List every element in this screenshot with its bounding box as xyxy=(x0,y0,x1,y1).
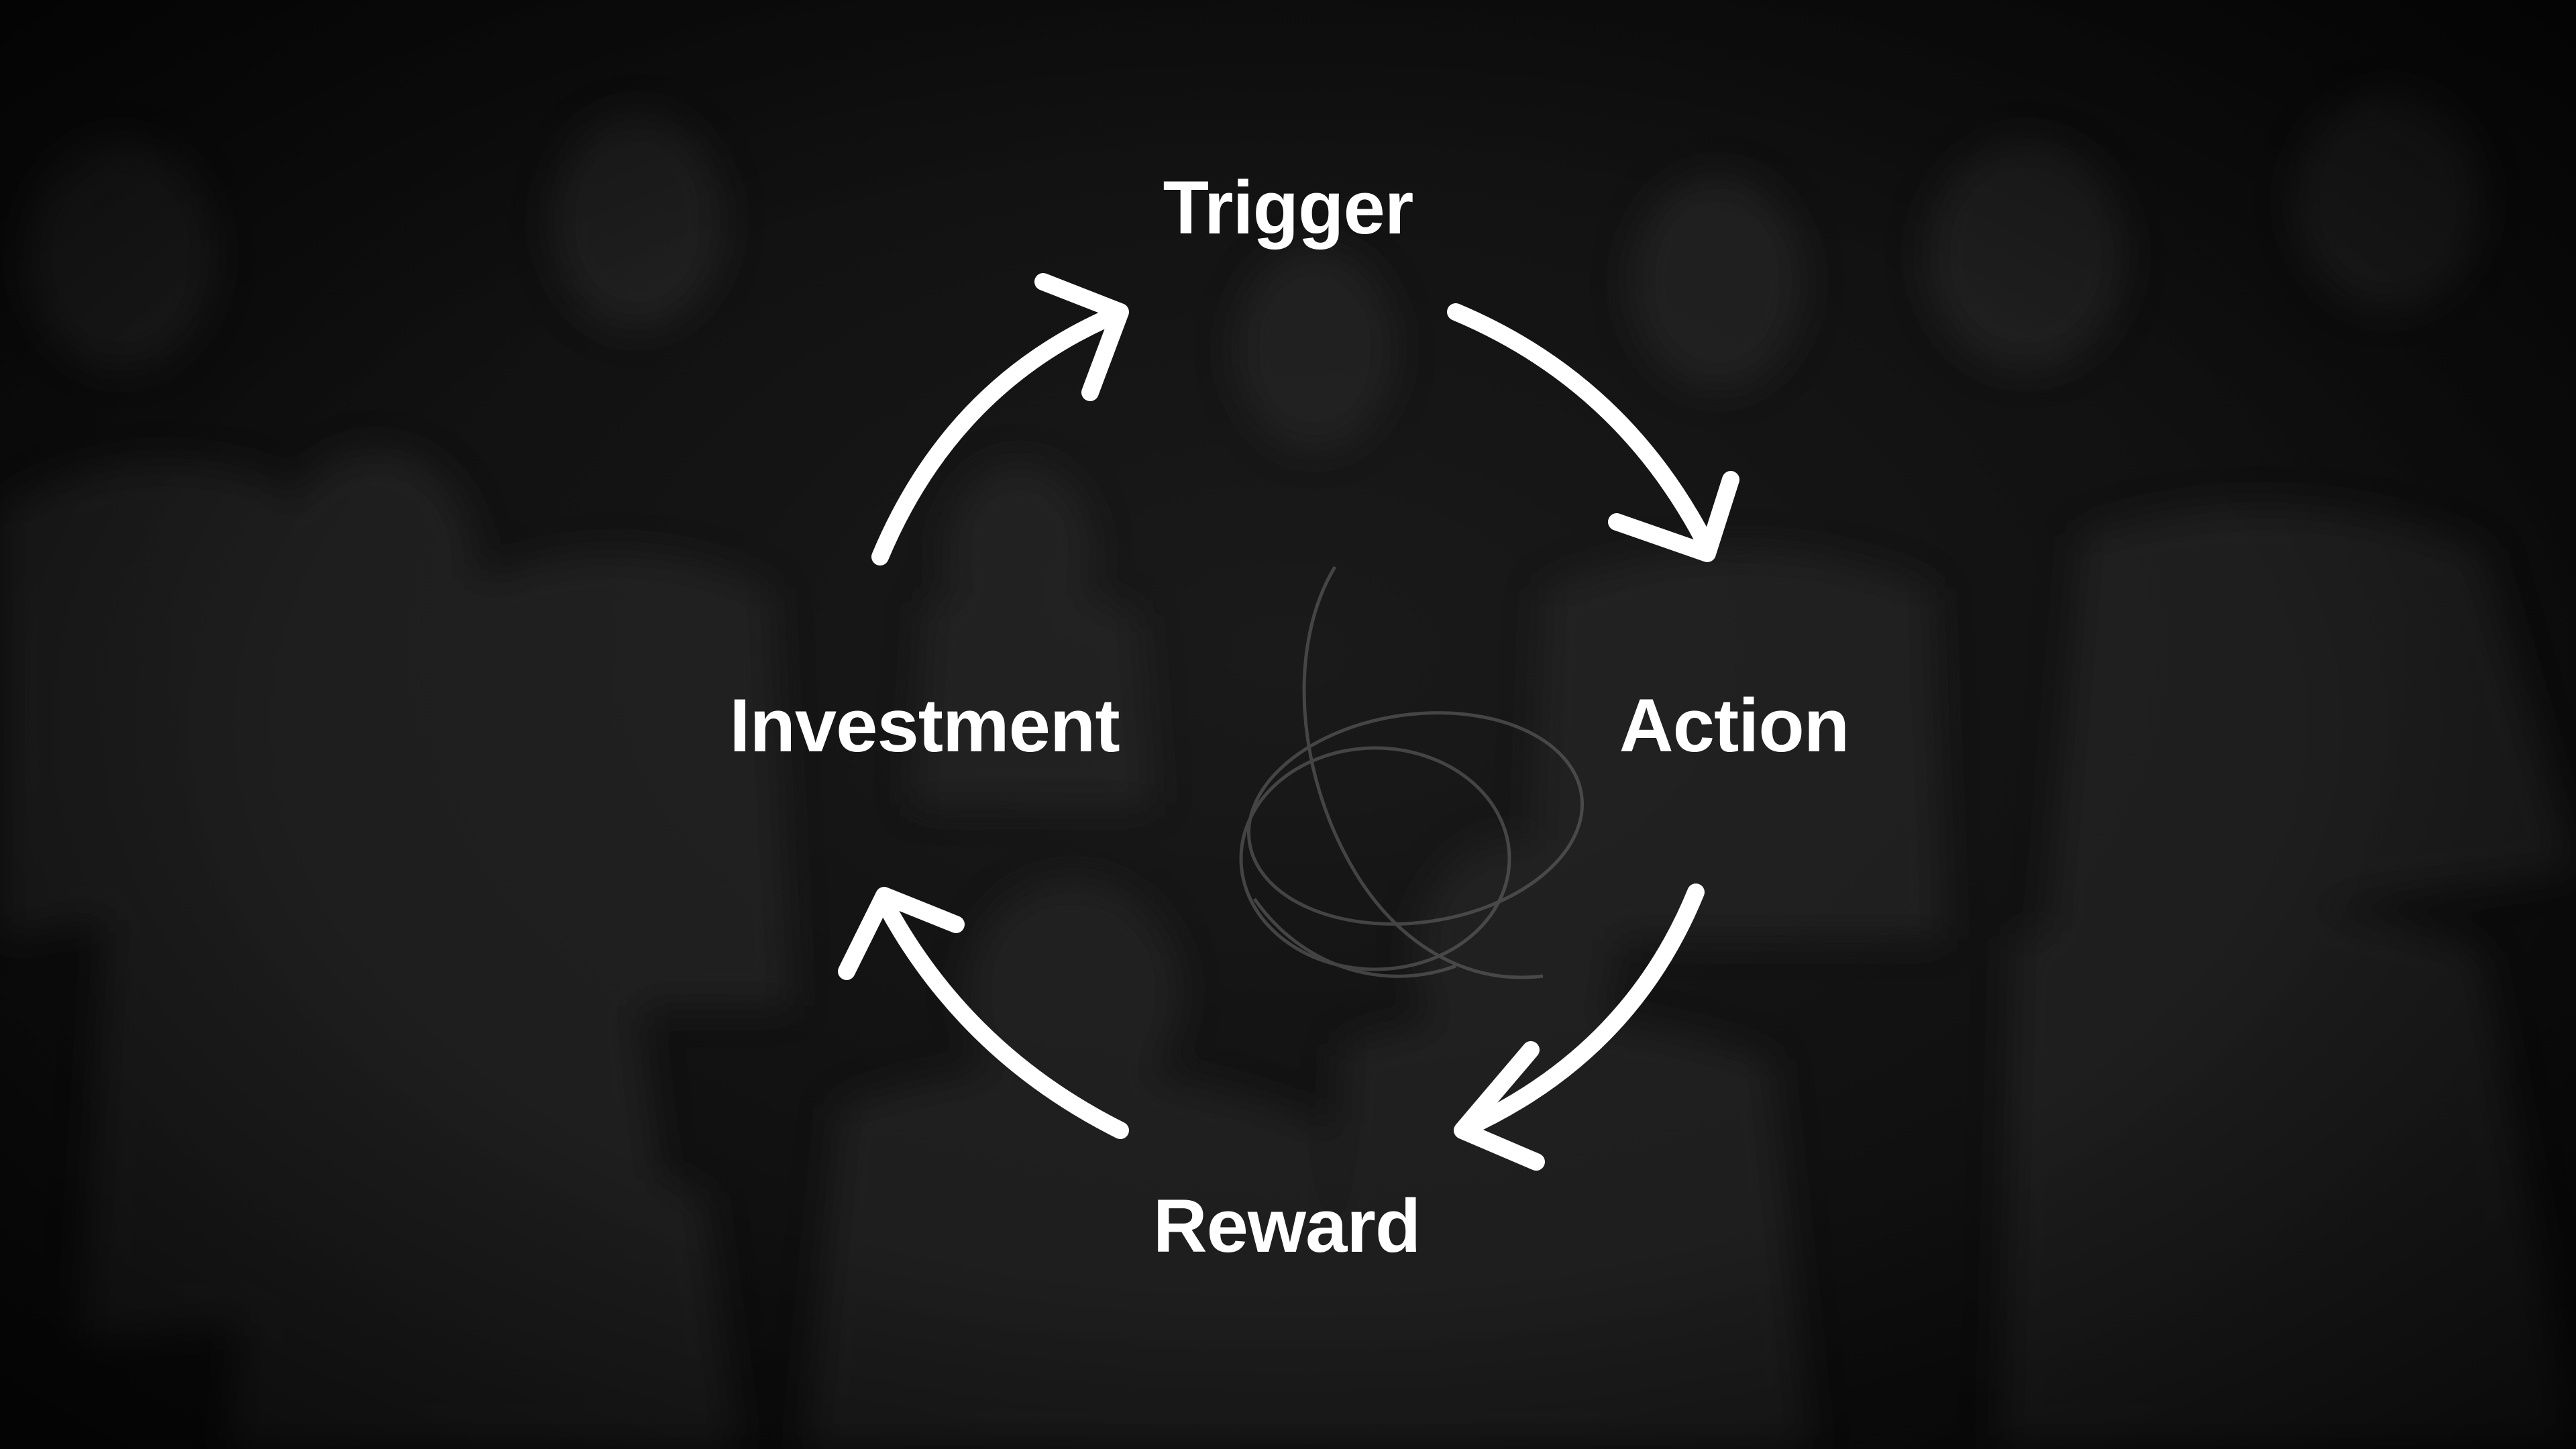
arrow-reward-to-investment xyxy=(838,887,1129,1139)
stage-label-trigger: Trigger xyxy=(1163,166,1414,250)
arrow-action-to-reward xyxy=(1454,883,1705,1171)
stage-label-investment: Investment xyxy=(729,684,1120,767)
arrow-trigger-to-action xyxy=(1447,303,1739,562)
stage-label-reward: Reward xyxy=(1152,1184,1421,1268)
arrow-investment-to-trigger xyxy=(871,273,1129,566)
stage-label-action: Action xyxy=(1619,684,1849,767)
